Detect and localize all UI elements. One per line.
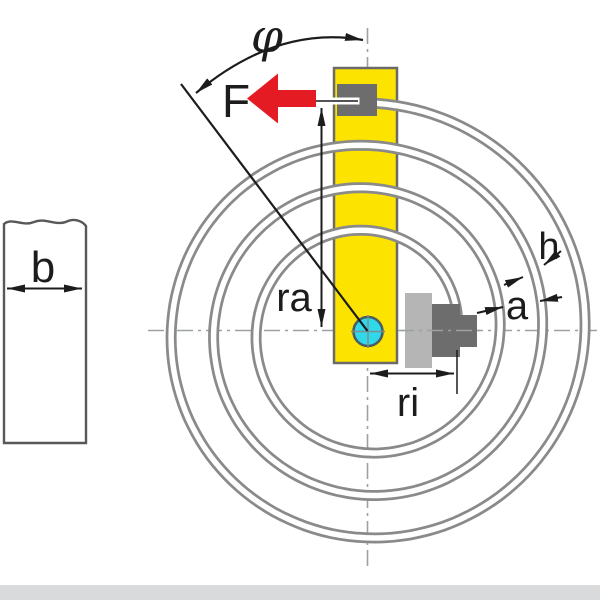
ri-label: ri <box>397 381 419 425</box>
spiral-coil-core <box>168 100 588 541</box>
spiral-spring <box>165 97 591 544</box>
ra-label: ra <box>276 276 312 320</box>
a-arrow-right <box>539 293 563 302</box>
h-label: h <box>538 226 559 268</box>
rotated-radius-line <box>180 83 369 332</box>
b-label: b <box>31 243 55 292</box>
band-side-view: b <box>2 218 88 445</box>
a-label: a <box>506 284 529 328</box>
center-pivot <box>351 315 385 348</box>
clamp-bar <box>332 66 399 365</box>
annotations: φ F ra ri h a <box>180 9 563 425</box>
phi-angle-arc <box>195 32 364 94</box>
force-label: F <box>222 75 250 127</box>
h-arrow-upper <box>543 250 562 266</box>
arbor-assembly <box>398 293 482 368</box>
bottom-edge-band <box>0 585 600 600</box>
a-arrow-left <box>476 306 504 315</box>
phi-label: φ <box>251 9 284 63</box>
band-rectangle <box>2 218 88 445</box>
force-arrow <box>247 73 316 124</box>
h-arrow-lower <box>503 276 524 288</box>
